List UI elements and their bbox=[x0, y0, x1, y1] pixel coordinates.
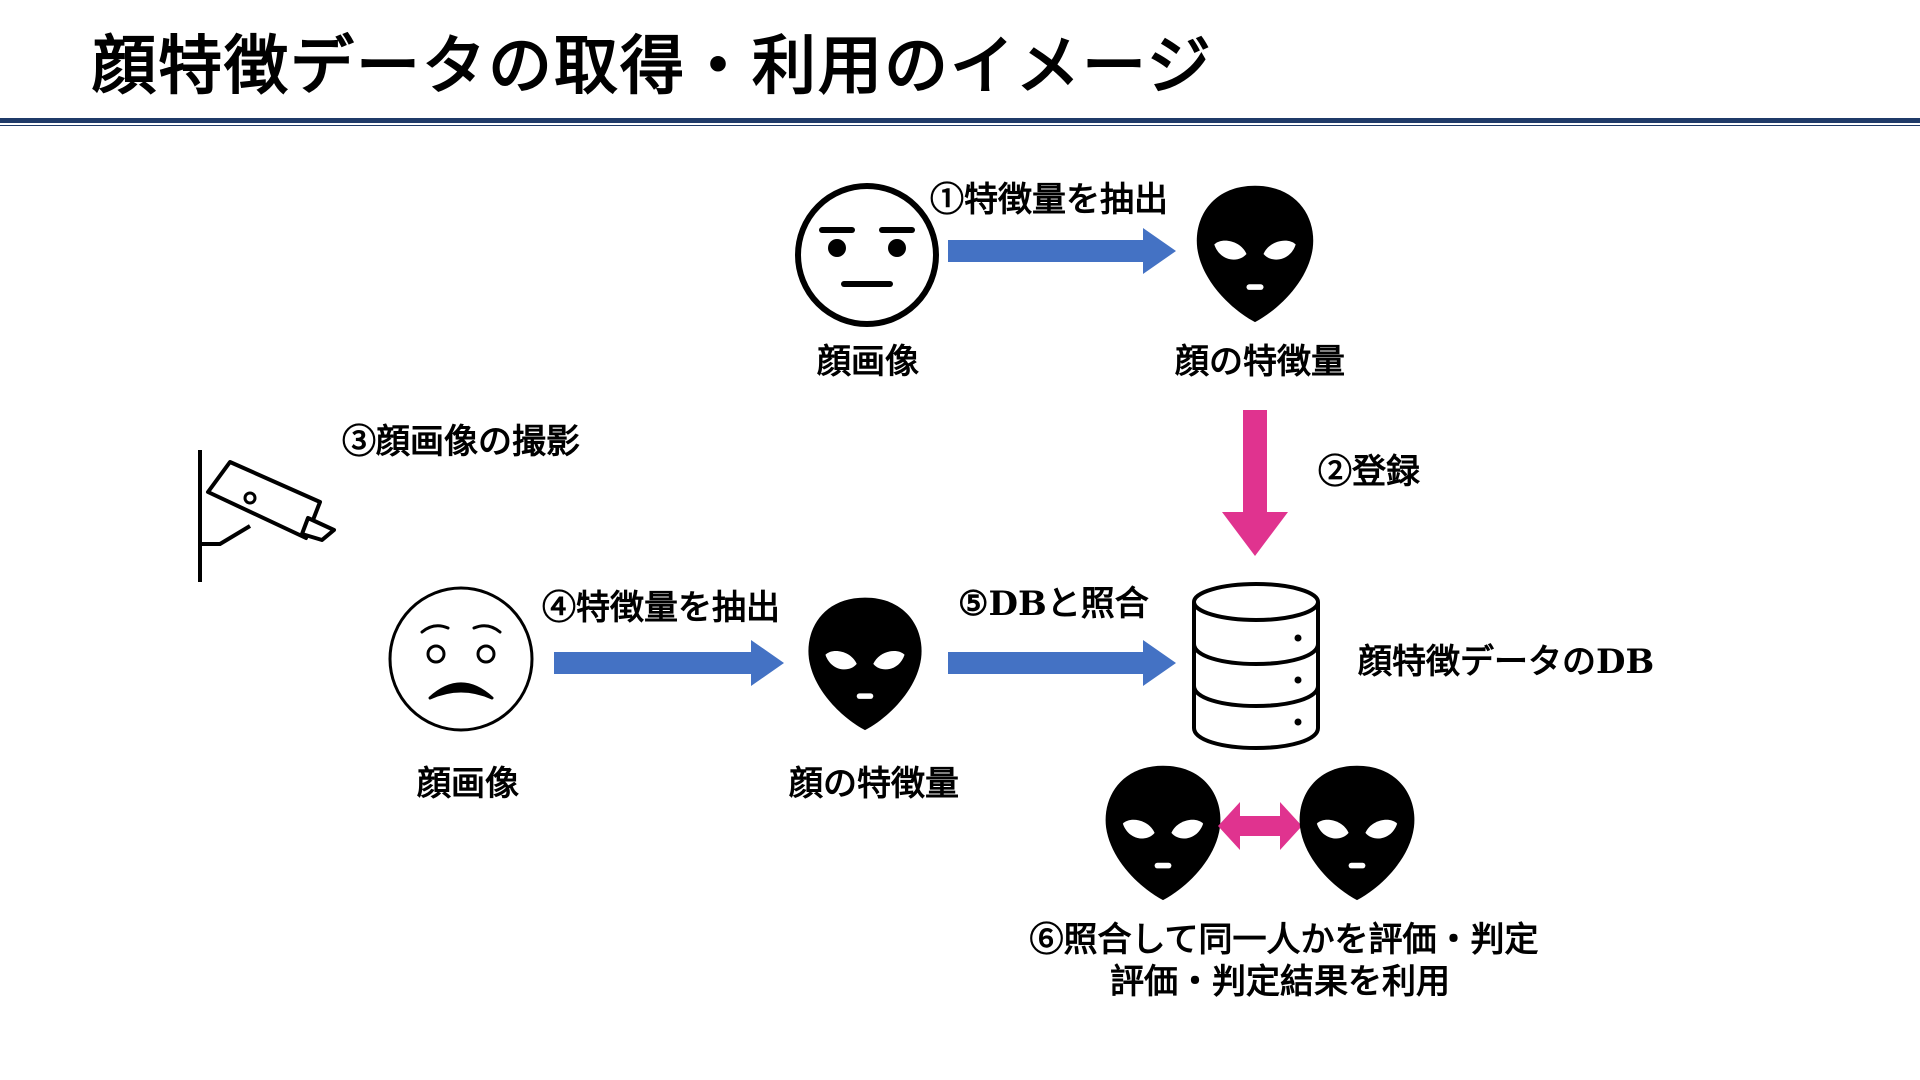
step-evaluate-label-line1: ⑥照合して同一人かを評価・判定 bbox=[1029, 920, 1539, 960]
step-compare-db-label: ⑤DBと照合 bbox=[958, 584, 1149, 624]
step-evaluate-label-line2: 評価・判定結果を利用 bbox=[1110, 962, 1450, 1002]
face-image-label-bottom: 顔画像 bbox=[417, 764, 519, 804]
neutral-face-icon bbox=[795, 183, 939, 327]
face-features-label-top: 顔の特徴量 bbox=[1175, 342, 1345, 382]
database-label: 顔特徴データのDB bbox=[1358, 642, 1655, 682]
anxious-face-icon bbox=[388, 586, 534, 732]
alien-head-icon bbox=[1299, 765, 1415, 901]
alien-head-icon bbox=[1196, 185, 1314, 323]
step-extract-bottom-label: ④特徴量を抽出 bbox=[542, 588, 780, 628]
compare-double-arrow bbox=[1218, 802, 1302, 850]
step-register-label: ②登録 bbox=[1318, 452, 1420, 492]
alien-head-icon bbox=[1105, 765, 1221, 901]
alien-head-icon bbox=[808, 597, 922, 731]
face-image-label-top: 顔画像 bbox=[817, 342, 919, 382]
step-extract-top-label: ①特徴量を抽出 bbox=[930, 180, 1168, 220]
page-title: 顔特徴データの取得・利用のイメージ bbox=[92, 29, 1213, 104]
step-capture-label: ③顔画像の撮影 bbox=[342, 422, 580, 462]
compare-db-arrow bbox=[948, 640, 1176, 686]
register-arrow bbox=[1222, 410, 1288, 556]
extract-top-arrow bbox=[948, 228, 1176, 274]
extract-bottom-arrow bbox=[554, 640, 784, 686]
security-camera-icon bbox=[198, 450, 336, 582]
face-features-label-bottom: 顔の特徴量 bbox=[789, 764, 959, 804]
title-underline bbox=[0, 118, 1920, 126]
database-icon bbox=[1192, 582, 1320, 751]
